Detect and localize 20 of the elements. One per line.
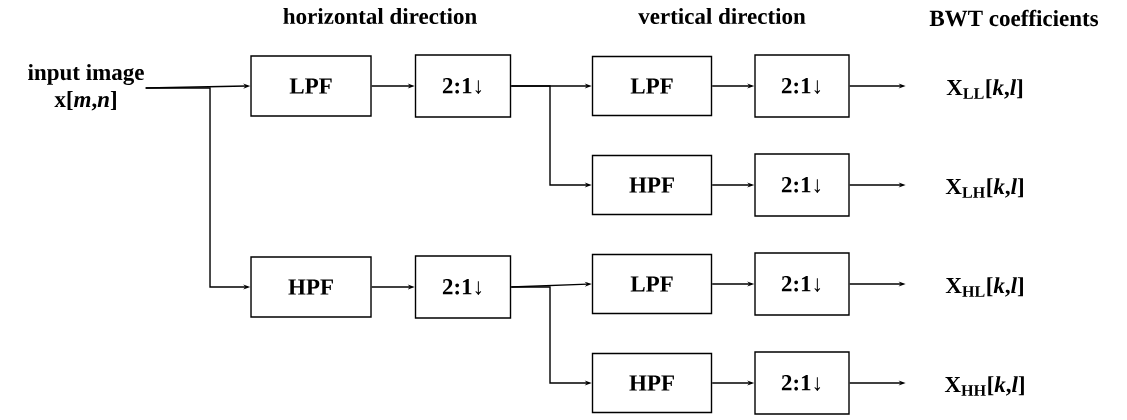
heading: vertical direction [638,7,806,25]
processing-box: LPF [250,55,372,117]
processing-box: 2:1↓ [754,153,850,217]
processing-box: 2:1↓ [754,54,850,118]
processing-box: 2:1↓ [754,252,850,316]
processing-box: 2:1↓ [414,255,512,319]
processing-box: HPF [591,154,713,216]
output-label: X$_{LH}$[k,l] [945,178,1023,198]
processing-box: HPF [250,256,372,318]
output-label: X$_{LL}$[k,l] [946,79,1023,99]
processing-box: 2:1↓ [414,54,512,118]
processing-box: LPF [591,55,713,117]
output-label: X$_{HL}$[k,l] [945,277,1023,297]
heading: BWT coefficients [929,9,1099,27]
processing-box: LPF [591,253,713,315]
processing-box: HPF [591,352,713,414]
processing-box: 2:1↓ [754,351,850,415]
heading: horizontal direction [283,7,477,25]
input-label: input image x[m,n] [28,63,144,111]
output-label: X$_{HH}$[k,l] [944,376,1024,396]
